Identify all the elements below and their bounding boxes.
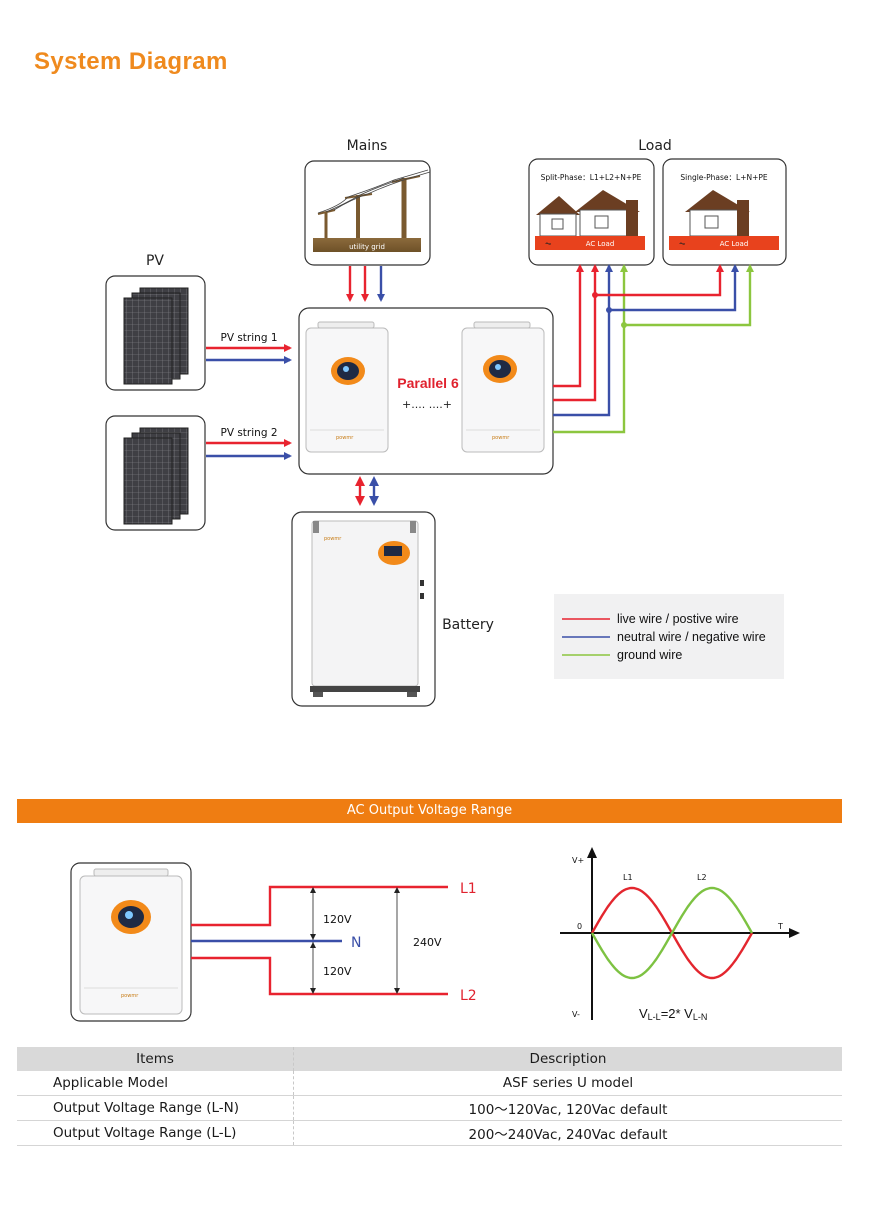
row-item: Applicable Model — [17, 1071, 294, 1096]
ac-load-label: AC Load — [720, 240, 749, 248]
svg-text:powmr: powmr — [336, 435, 354, 441]
utility-pole-icon — [313, 169, 431, 252]
header-description: Description — [293, 1047, 842, 1071]
house-icon — [685, 190, 750, 237]
table-row: Output Voltage Range (L-N) 100～120Vac, 1… — [17, 1095, 842, 1121]
pv-string2-label: PV string 2 — [220, 427, 277, 439]
spec-table: Items Description Applicable Model ASF s… — [17, 1047, 842, 1146]
v-total-label: 240V — [413, 936, 442, 949]
l2-wave — [590, 886, 754, 980]
table-row: Output Voltage Range (L-L) 200～240Vac, 2… — [17, 1120, 842, 1146]
pv-panel-box-2 — [105, 415, 206, 531]
table-row: Applicable Model ASF series U model — [17, 1071, 842, 1096]
ac-load-bar — [535, 236, 645, 250]
split-phase-label: Split-Phase：L1+L2+N+PE — [541, 173, 642, 182]
voltage-diagram: powmr 120V 120V 240V L1 N L2 — [70, 862, 477, 1022]
battery-label: Battery — [442, 617, 494, 633]
parallel-label: Parallel 6 — [397, 375, 459, 391]
ac-load-bar — [669, 236, 779, 250]
row-description: ASF series U model — [293, 1071, 842, 1096]
l2-label: L2 — [460, 988, 477, 1004]
system-diagram: Mains utility grid Load Split-Phase：L1+L… — [70, 138, 800, 1022]
solar-panel-icon — [123, 287, 189, 385]
svg-text:powmr: powmr — [324, 536, 342, 542]
pv-wires — [206, 344, 292, 460]
single-phase-label: Single-Phase：L+N+PE — [680, 173, 768, 182]
legend-ground: ground wire — [617, 648, 682, 662]
vminus-label: V- — [572, 1010, 580, 1019]
l1-label: L1 — [460, 881, 477, 897]
formula-label: VL-L=2* VL-N — [639, 1006, 707, 1022]
row-description: 200～240Vac, 240Vac default — [293, 1120, 842, 1146]
mains-label: Mains — [347, 138, 388, 154]
split-phase-load-box: Split-Phase：L1+L2+N+PE ⏦ AC Load — [528, 158, 655, 266]
svg-text:powmr: powmr — [492, 435, 510, 441]
inverter-unit-single: powmr — [70, 862, 192, 1022]
inverter-unit-2: powmr — [461, 321, 545, 453]
header-items: Items — [17, 1047, 294, 1071]
v-bottom-label: 120V — [323, 965, 352, 978]
legend-live: live wire / postive wire — [617, 612, 739, 626]
zero-label: 0 — [577, 922, 582, 931]
wave-l1-label: L1 — [623, 873, 633, 882]
pv-label: PV — [146, 253, 164, 269]
sine-wave-chart: V+ V- 0 T L1 L2 VL-L=2* VL-N — [560, 847, 800, 1022]
section-title-bar: AC Output Voltage Range — [17, 799, 842, 823]
single-phase-load-box: Single-Phase：L+N+PE ⏦ AC Load — [662, 158, 787, 266]
pv-panel-box-1 — [105, 275, 206, 391]
row-description: 100～120Vac, 120Vac default — [293, 1095, 842, 1121]
pv-string1-label: PV string 1 — [220, 332, 277, 344]
mains-box: utility grid — [304, 160, 431, 266]
table-header-row: Items Description — [17, 1047, 842, 1071]
load-wires — [553, 264, 754, 434]
row-item: Output Voltage Range (L-L) — [17, 1120, 294, 1146]
wave-l2-label: L2 — [697, 873, 707, 882]
utility-grid-label: utility grid — [349, 243, 385, 251]
page-title: System Diagram — [34, 48, 228, 75]
battery-wires — [355, 476, 379, 506]
solar-panel-icon — [123, 427, 189, 525]
wire-legend: live wire / postive wire neutral wire / … — [554, 594, 784, 679]
mains-wires — [346, 266, 385, 302]
legend-neutral: neutral wire / negative wire — [617, 630, 766, 644]
load-label: Load — [638, 138, 672, 154]
parallel-dots: +.... ....+ — [402, 398, 452, 411]
battery-box: powmr — [291, 511, 436, 707]
ac-load-label: AC Load — [586, 240, 615, 248]
t-label: T — [777, 922, 783, 931]
vplus-label: V+ — [572, 856, 584, 865]
n-label: N — [351, 935, 361, 951]
svg-text:powmr: powmr — [121, 993, 139, 999]
v-top-label: 120V — [323, 913, 352, 926]
row-item: Output Voltage Range (L-N) — [17, 1095, 294, 1121]
inverter-unit-1: powmr — [305, 321, 389, 453]
svg-text:⏦: ⏦ — [545, 239, 552, 248]
inverter-group-box: powmr powmr Parallel 6 +.... ....+ — [298, 307, 554, 475]
svg-text:⏦: ⏦ — [679, 239, 686, 248]
